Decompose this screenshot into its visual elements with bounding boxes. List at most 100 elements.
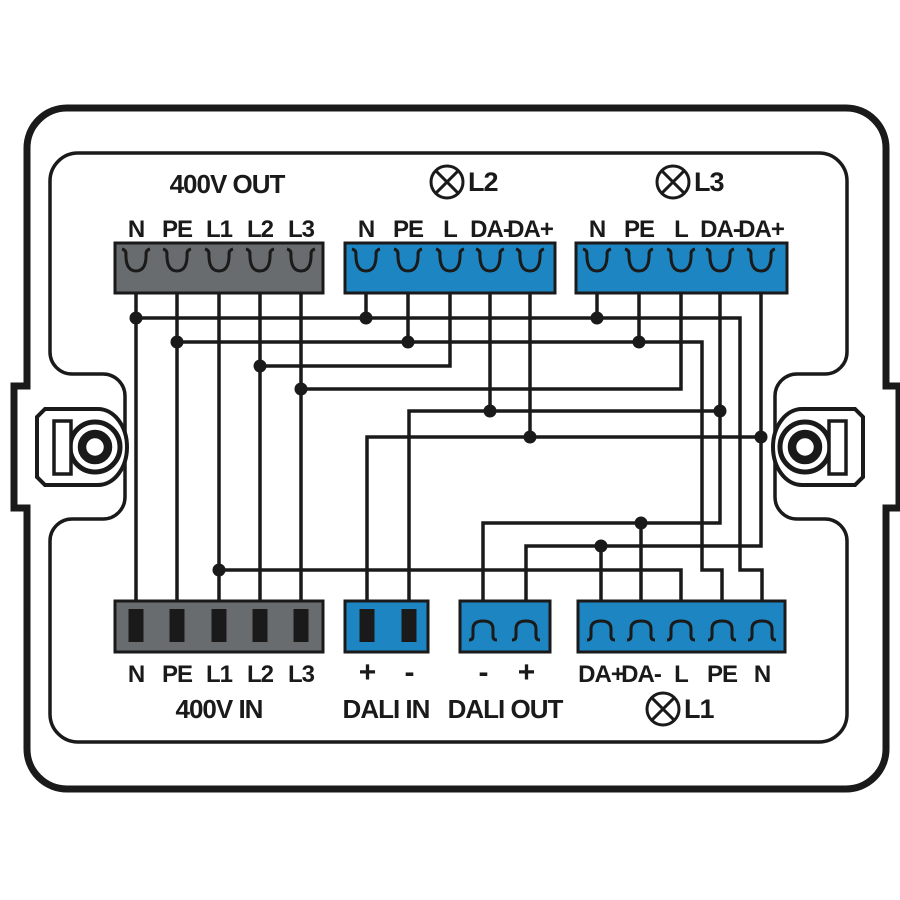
mounting-ear-right	[771, 407, 865, 487]
terminal-label: PE	[393, 216, 424, 243]
terminal-label: L	[674, 216, 688, 243]
block-title: DALI IN	[343, 694, 430, 724]
fork-contact-icon	[351, 247, 381, 273]
plug-pin-icon	[359, 609, 375, 642]
junction-dot	[359, 311, 373, 325]
terminal-label: L3	[288, 216, 315, 243]
outer-housing-outline	[10, 104, 900, 793]
plug-pin-icon	[128, 609, 144, 642]
fork-contact-icon	[245, 247, 275, 273]
arch-contact-icon	[626, 619, 656, 642]
junction-dot	[590, 311, 604, 325]
terminal-label: PE	[162, 661, 193, 688]
junction-dot	[401, 335, 415, 349]
arch-contact-icon	[666, 619, 696, 642]
mounting-ears	[35, 407, 865, 487]
terminal-label: +	[518, 656, 535, 689]
screw-hole-icon	[77, 429, 113, 465]
arch-contact-icon	[511, 619, 541, 642]
junction-dot	[713, 404, 727, 418]
fork-contact-icon	[666, 247, 696, 273]
fork-contact-icon	[705, 247, 735, 273]
arch-contact-icon	[707, 619, 737, 642]
wire	[134, 316, 764, 623]
junction-dot	[212, 563, 226, 577]
fork-contact-icon	[624, 247, 654, 273]
junction-dot	[754, 430, 768, 444]
fork-contact-icon	[515, 247, 545, 273]
enclosure-outline	[10, 104, 900, 793]
ear-bracket	[827, 419, 848, 476]
plug-pin-icon	[252, 609, 268, 642]
fork-contact-icon	[286, 247, 316, 273]
fork-contact-icon	[435, 247, 465, 273]
terminal-label: -	[405, 656, 414, 689]
mounting-ear-left	[35, 407, 129, 487]
terminal-label: PE	[624, 216, 655, 243]
fork-contact-icon	[582, 247, 612, 273]
block-title: L3	[694, 167, 724, 197]
terminal-label: L3	[288, 661, 315, 688]
junction-dot	[129, 311, 143, 325]
screw-hole-outer-ring-icon	[777, 419, 833, 475]
terminal-label: N	[358, 216, 374, 243]
lamp-icon	[645, 691, 681, 727]
wire	[175, 340, 724, 623]
terminal-label: -	[479, 656, 488, 689]
junction-dot	[594, 539, 608, 553]
junction-dot	[253, 359, 267, 373]
junction-dot	[634, 516, 648, 530]
block-body	[113, 241, 325, 295]
terminal-label: DA+	[507, 216, 554, 243]
fork-contact-icon	[121, 247, 151, 273]
block-body	[576, 599, 787, 654]
block-title: L1	[684, 694, 714, 724]
dali-in: +- DALI IN	[343, 599, 431, 724]
fork-contact-icon	[746, 247, 776, 273]
terminal-label: N	[754, 661, 770, 688]
block-title: 400V IN	[176, 694, 263, 724]
ear-bracket	[52, 419, 73, 476]
terminal-label: L2	[247, 216, 274, 243]
terminal-label: DA+	[738, 216, 785, 243]
block-title: L2	[468, 167, 498, 197]
block-title: DALI OUT	[448, 694, 564, 724]
plug-pin-icon	[169, 609, 185, 642]
lamp-icon-cross	[660, 169, 686, 195]
wire	[407, 409, 722, 614]
fork-contact-icon	[162, 247, 192, 273]
arch-contact-icon	[586, 619, 616, 642]
junction-dot	[170, 335, 184, 349]
plug-pin-icon	[211, 609, 227, 642]
fork-contact-icon	[204, 247, 234, 273]
lamp-icon-cross	[434, 169, 460, 195]
lamp-icon	[655, 164, 691, 200]
fork-contact-icon	[393, 247, 423, 273]
plug-pin-icon	[401, 609, 417, 642]
junction-dot	[632, 335, 646, 349]
lamp-icon	[429, 164, 465, 200]
arch-contact-icon	[468, 619, 498, 642]
junction-dot	[294, 382, 308, 396]
terminal-label: DA-	[700, 216, 741, 243]
plug-pin-icon	[293, 609, 309, 642]
arch-contact-icon	[747, 619, 777, 642]
terminal-label: +	[359, 656, 376, 689]
terminal-label: L	[674, 661, 688, 688]
terminal-label: L	[443, 216, 457, 243]
screw-hole-outer-ring-icon	[67, 419, 123, 475]
wire	[365, 435, 763, 614]
wire	[258, 266, 452, 368]
lamp-icon-cross	[650, 696, 676, 722]
terminal-label: PE	[162, 216, 193, 243]
wires	[129, 266, 768, 623]
terminal-label: DA+	[578, 661, 625, 688]
junction-dot	[523, 430, 537, 444]
